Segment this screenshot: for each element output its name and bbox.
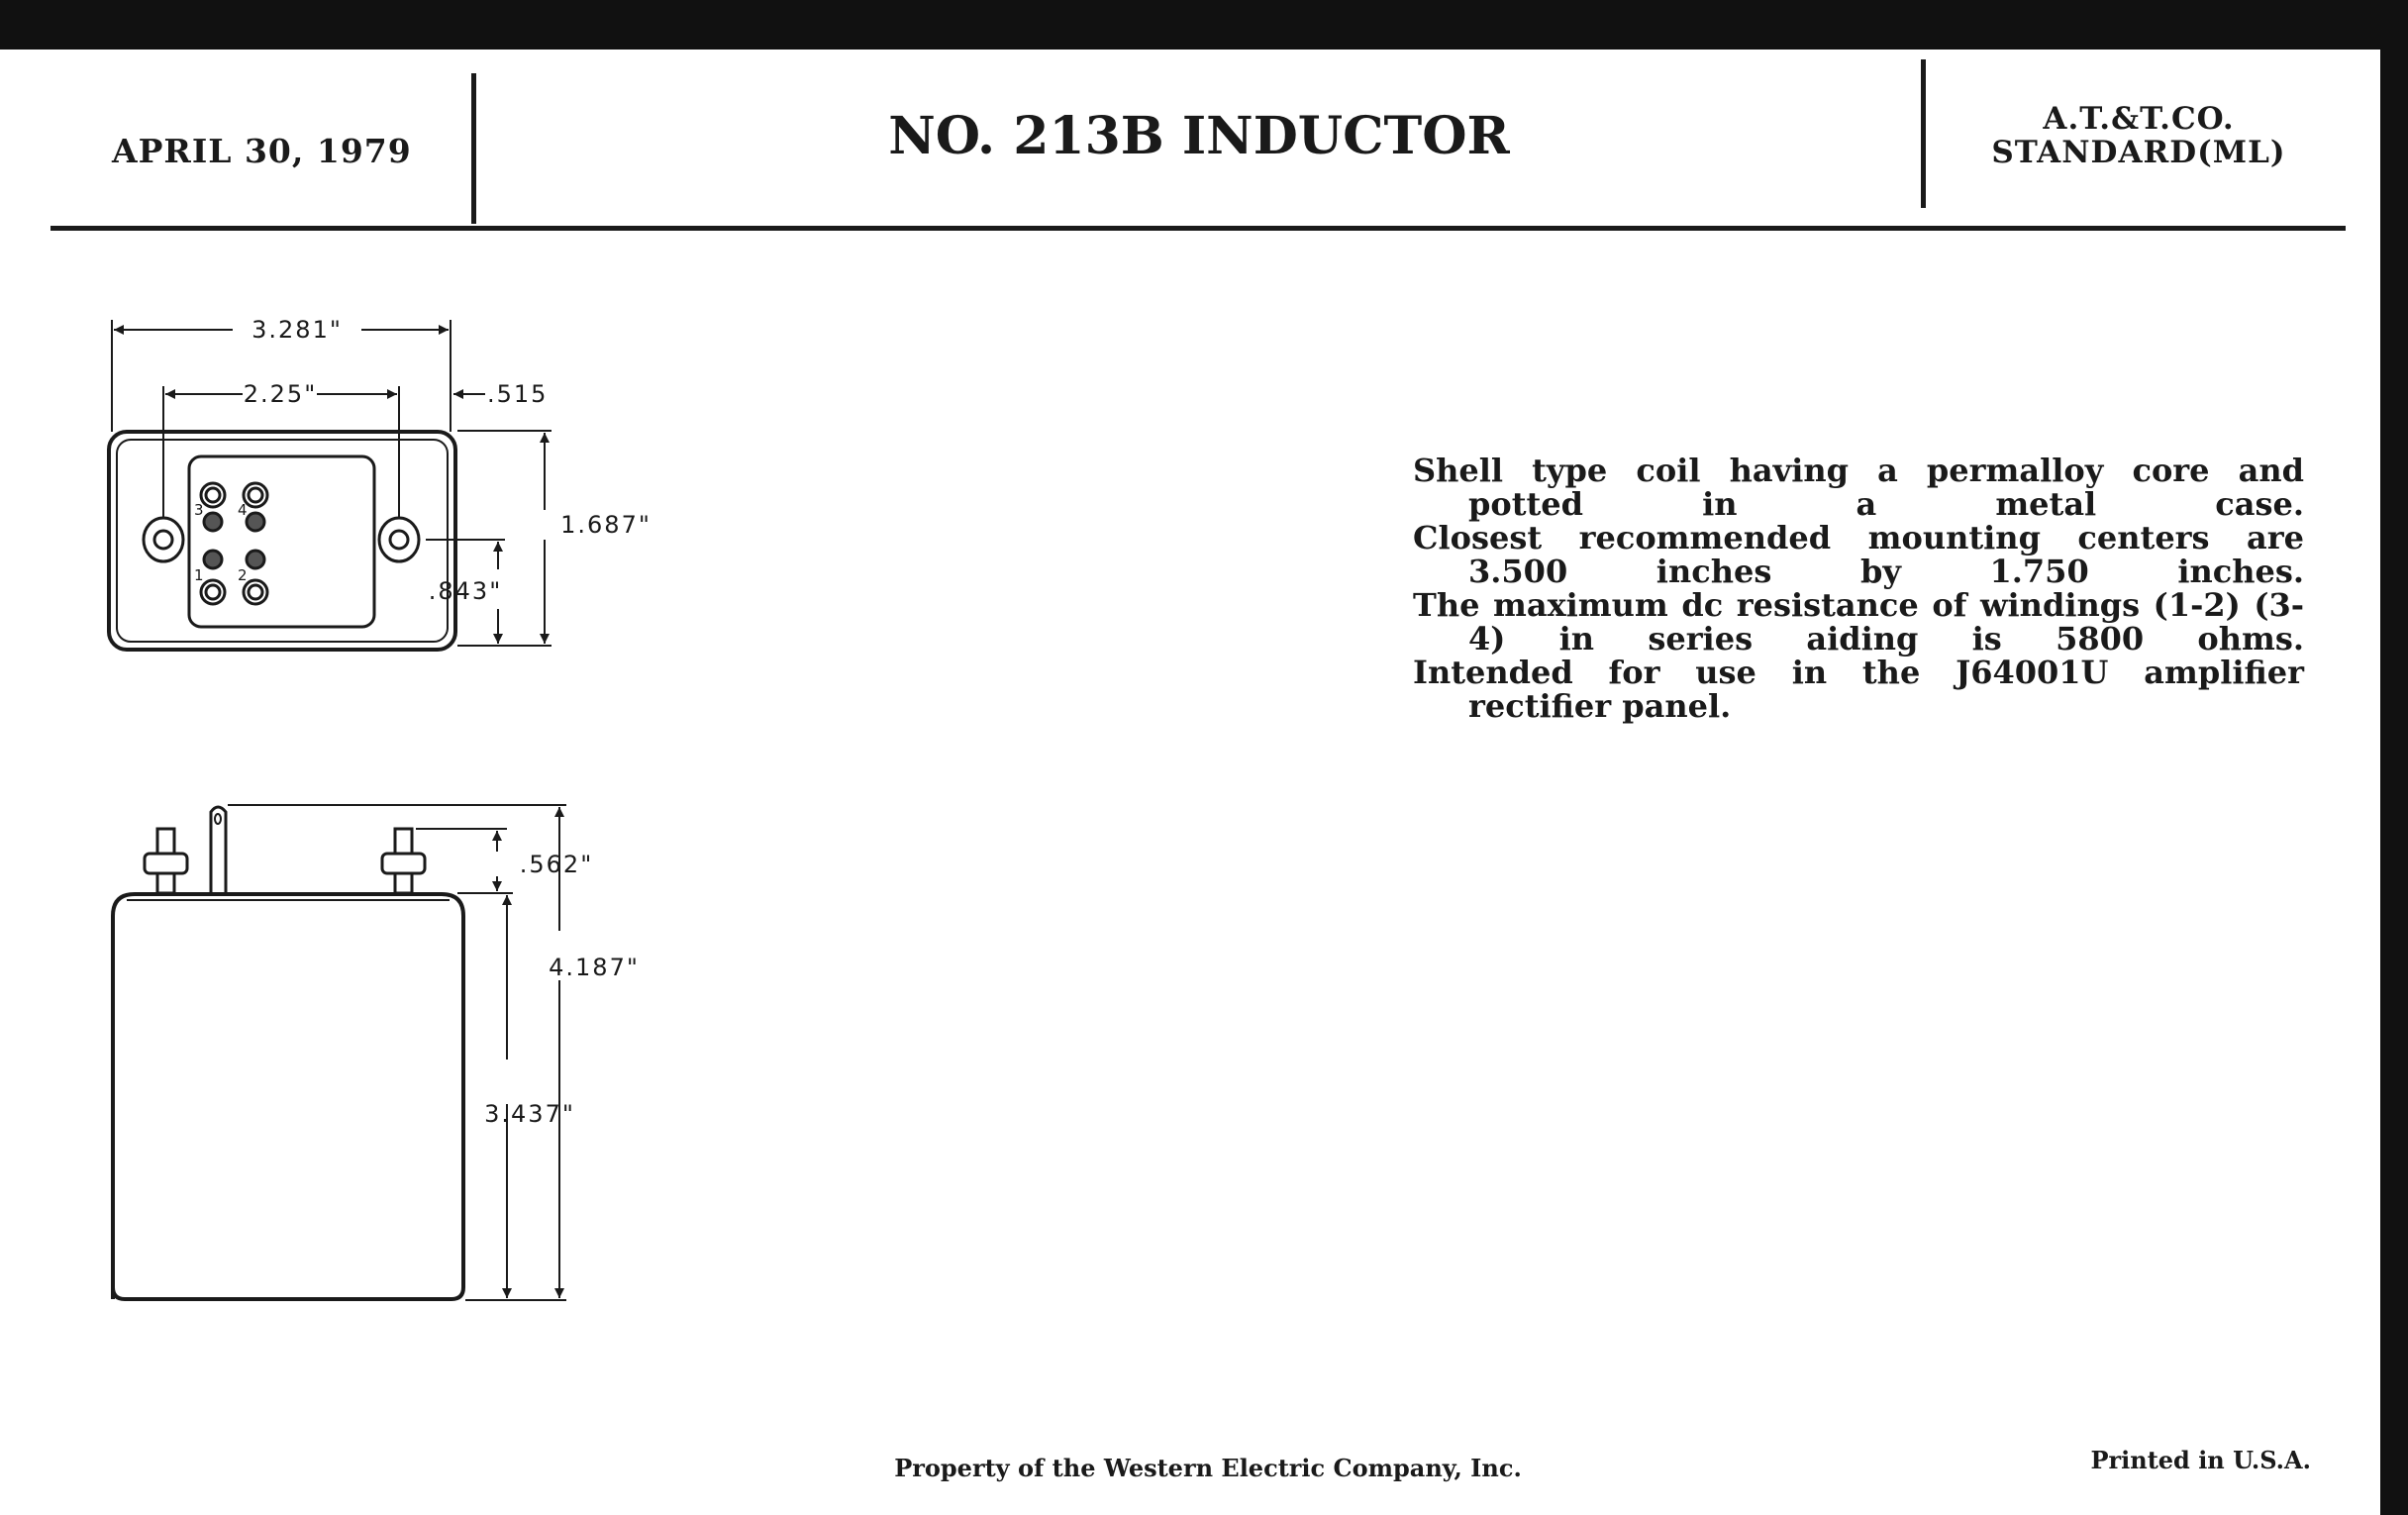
terminal-label: 3 (194, 501, 206, 519)
property-notice: Property of the Western Electric Company… (894, 1454, 1522, 1482)
description-paragraph: Closest recommended mounting centers are… (1413, 519, 2304, 590)
dim-overall-width: 3.281" (251, 316, 343, 344)
header-rule (50, 226, 2346, 231)
terminal-numbers: 3 4 1 2 (194, 501, 250, 584)
dim-center-height: .843" (429, 577, 502, 605)
mounting-stud-right-side (380, 827, 427, 895)
mounting-stud-left (142, 516, 185, 563)
printed-notice: Printed in U.S.A. (2090, 1446, 2311, 1474)
description-paragraph: The maximum dc resistance of windings (1… (1413, 586, 2304, 657)
mounting-stud-right (377, 516, 421, 563)
terminal-label: 2 (238, 566, 250, 584)
terminals (199, 481, 269, 606)
mounting-stud-left-side (143, 827, 189, 895)
terminal-label: 4 (238, 501, 250, 519)
page-title: NO. 213B INDUCTOR (888, 106, 1510, 166)
scan-border-top (0, 0, 2408, 50)
dim-edge-offset: .515 (487, 380, 548, 408)
case-outline-top (107, 430, 457, 652)
standard-line1: A.T.&T.CO. (2043, 101, 2235, 137)
ground-tab (209, 805, 228, 893)
top-view (107, 320, 552, 652)
description-paragraph: Intended for use in the J64001U amplifie… (1413, 654, 2304, 725)
header-divider-left (471, 73, 476, 224)
dim-case-height: 3.437" (484, 1100, 575, 1128)
terminal-label: 1 (194, 566, 206, 584)
scan-border-right (2380, 0, 2408, 1515)
dim-stud-height: .562" (520, 851, 593, 878)
standard-line2: STANDARD(ML) (1991, 135, 2286, 170)
standard-label: A.T.&T.CO. STANDARD(ML) (1931, 102, 2347, 169)
dim-mounting-centers: 2.25" (244, 380, 317, 408)
dim-side-overall-height: 4.187" (549, 954, 640, 981)
description-paragraph: Shell type coil having a permalloy core … (1413, 452, 2304, 523)
description: Shell type coil having a permalloy core … (1413, 454, 2304, 723)
case-outline-side (111, 892, 465, 1301)
issue-date: APRIL 30, 1979 (112, 132, 412, 170)
dim-overall-height: 1.687" (560, 511, 652, 539)
side-view (111, 804, 566, 1301)
terminal-board (187, 454, 376, 629)
header-divider-right (1921, 59, 1926, 208)
